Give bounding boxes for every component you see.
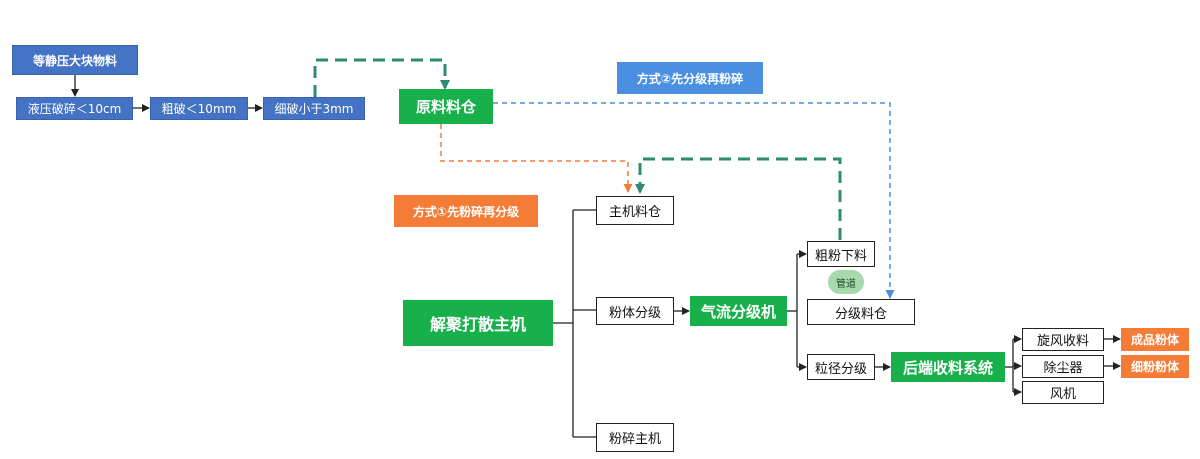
pulverize-host-box: 粉碎主机 bbox=[596, 423, 674, 452]
raw-bin-box: 原料料仓 bbox=[399, 89, 493, 124]
method-1-tag: 方式①先粉碎再分级 bbox=[394, 195, 538, 227]
fine-powder-tag: 细粉粉体 bbox=[1121, 355, 1189, 378]
grain-classify-box: 粒径分级 bbox=[807, 354, 875, 380]
product-powder-tag: 成品粉体 bbox=[1121, 328, 1189, 351]
powder-classify-box: 粉体分级 bbox=[596, 297, 674, 325]
coarse-crush-box: 粗破＜10mm bbox=[150, 97, 248, 120]
link-raw-bin-to-classified-bin bbox=[493, 102, 895, 299]
method-2-tag: 方式②先分级再粉碎 bbox=[617, 62, 763, 94]
main-bin-box: 主机料仓 bbox=[596, 196, 674, 225]
material-box: 等静压大块物料 bbox=[12, 45, 138, 75]
link-fine-to-raw-bin bbox=[313, 58, 450, 97]
fine-crush-box: 细破小于3mm bbox=[263, 97, 365, 120]
deagglomerate-host-box: 解聚打散主机 bbox=[403, 300, 553, 346]
pipe-note-bubble: 管道 bbox=[828, 270, 864, 294]
backend-collection-box: 后端收料系统 bbox=[891, 352, 1005, 382]
airflow-classifier-box: 气流分级机 bbox=[690, 296, 787, 326]
link-raw-bin-to-main-bin bbox=[440, 124, 633, 193]
dust-collector-box: 除尘器 bbox=[1022, 355, 1104, 378]
coarse-discharge-box: 粗粉下料 bbox=[807, 241, 875, 267]
link-coarse-discharge-to-main-bin bbox=[635, 157, 842, 240]
fan-box: 风机 bbox=[1022, 381, 1104, 404]
classified-bin-box: 分级料仓 bbox=[807, 299, 915, 325]
hydraulic-crush-box: 液压破碎＜10cm bbox=[16, 97, 133, 120]
cyclone-box: 旋风收料 bbox=[1022, 328, 1104, 351]
